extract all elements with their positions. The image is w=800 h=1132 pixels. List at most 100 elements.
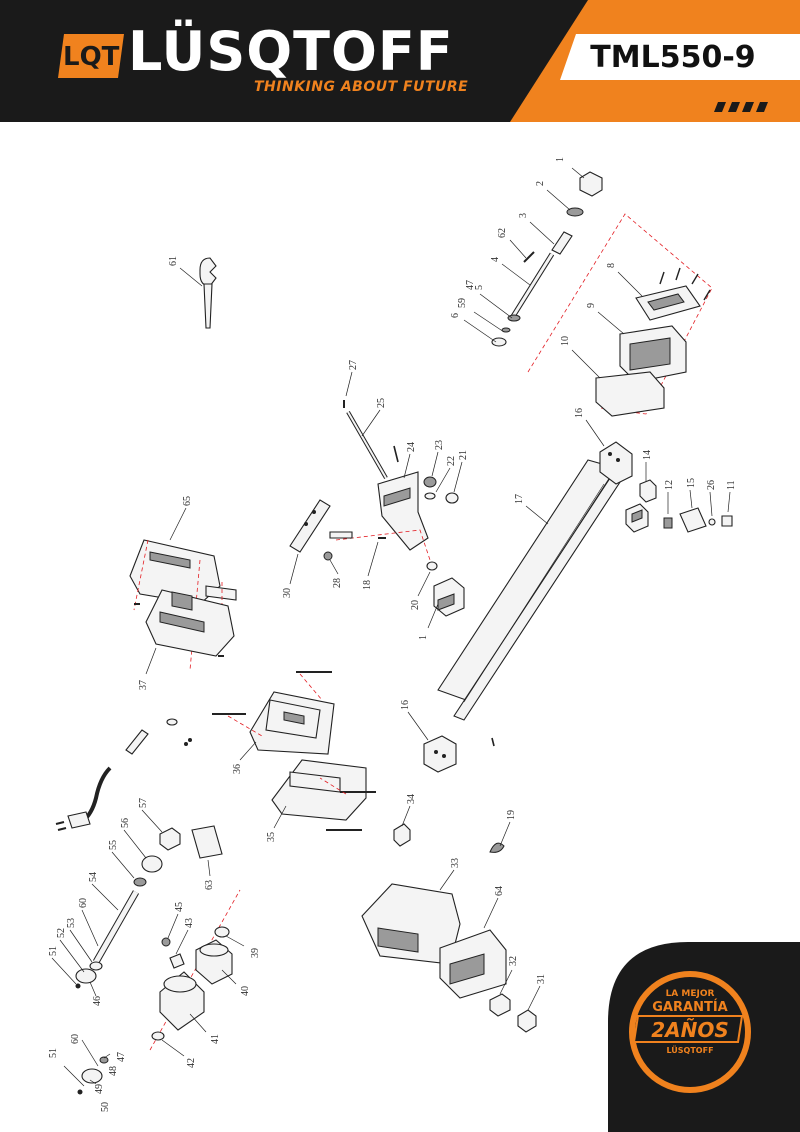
- part-57-nut: [141, 809, 181, 851]
- callout-label: 22: [446, 456, 457, 466]
- callout-label: 33: [450, 858, 461, 868]
- callout-label: 39: [250, 948, 261, 958]
- callout-label: 8: [606, 263, 617, 268]
- part-27-screw: [343, 371, 353, 408]
- part-8-battery-top: [617, 267, 711, 321]
- callout-label: 21: [458, 450, 469, 460]
- callout-label: 12: [664, 480, 675, 490]
- badge-line-2: GARANTÍA: [652, 1000, 728, 1015]
- part-1-top-knob: [571, 167, 603, 197]
- callout-label: 60: [70, 1034, 81, 1044]
- callout-label: 30: [282, 588, 293, 598]
- callout-label: 61: [168, 256, 179, 266]
- part-34-switch: [393, 805, 411, 847]
- part-55-collar: [111, 851, 147, 887]
- callout-label: 42: [186, 1058, 197, 1068]
- part-10-battery-base: [571, 349, 665, 417]
- callout-label: 20: [410, 600, 421, 610]
- callout-label: 48: [108, 1066, 119, 1076]
- callout-label: 19: [506, 810, 517, 820]
- callout-label: 4: [490, 257, 501, 262]
- parts-12-15-26-11: [663, 489, 733, 533]
- callout-label: 46: [92, 996, 103, 1006]
- badge-line-4: LÜSQTOFF: [666, 1046, 714, 1055]
- callout-label: 55: [108, 840, 119, 850]
- part-4-shaft: [501, 252, 555, 320]
- callout-label: 14: [642, 450, 653, 460]
- parts-47-48-49-50-51-60-brush: [63, 1039, 111, 1095]
- callout-label: 50: [100, 1102, 111, 1112]
- part-36-carriage: [239, 691, 335, 761]
- callout-label: 54: [88, 872, 99, 882]
- header-background: [0, 0, 800, 122]
- part-63-label: [191, 825, 223, 877]
- callout-label: 25: [376, 398, 387, 408]
- part-30-plate: [289, 499, 331, 585]
- callout-label: 45: [174, 902, 185, 912]
- part-18-screw: [367, 537, 386, 577]
- callout-label: 3: [518, 213, 529, 218]
- callout-label: 23: [434, 440, 445, 450]
- part-54-armature-shaft: [91, 883, 140, 964]
- callout-label: 36: [232, 764, 243, 774]
- part-25-rod: [346, 409, 388, 479]
- callout-label: 32: [508, 956, 519, 966]
- part-56-flange: [123, 829, 163, 873]
- part-14-clamp-piece: [625, 462, 657, 533]
- callout-label: 15: [686, 478, 697, 488]
- part-19-clip: [489, 821, 511, 853]
- callout-label: 28: [332, 578, 343, 588]
- callout-label: 53: [66, 918, 77, 928]
- callout-label: 56: [120, 818, 131, 828]
- part-33-motor-housing: [361, 869, 461, 965]
- part-3-sleeve: [529, 221, 573, 255]
- part-35-base: [271, 759, 367, 829]
- callout-label: 41: [210, 1034, 221, 1044]
- part-39-bearing: [214, 926, 245, 947]
- callout-labels: 1 2 3 62 4 47 5 59 6 8 9 10 61 27 25 23 …: [48, 157, 737, 1112]
- parts-45-43-gear-parts: [161, 913, 189, 969]
- part-40-gear-housing: [195, 939, 237, 985]
- callout-label: 1: [418, 635, 429, 640]
- callout-label: 62: [497, 228, 508, 238]
- callout-label: 51: [48, 946, 59, 956]
- part-65-housing-half: [129, 507, 237, 605]
- callout-label: 1: [555, 157, 566, 162]
- callout-label: 17: [514, 494, 525, 504]
- part-37-housing-half: [134, 589, 235, 675]
- callout-label: 10: [560, 336, 571, 346]
- parts-60-53-52-51-46: [51, 909, 103, 997]
- callout-label: 49: [94, 1084, 105, 1094]
- callout-label: 57: [138, 798, 149, 808]
- part-16-end-cap-bottom: [407, 711, 495, 773]
- callout-label: 60: [78, 898, 89, 908]
- part-17-rail: [437, 459, 625, 721]
- callout-label: 59: [457, 298, 468, 308]
- callout-label: 11: [726, 480, 737, 490]
- callout-label: 65: [182, 496, 193, 506]
- callout-label: 24: [406, 442, 417, 452]
- callout-label: 47: [116, 1052, 127, 1062]
- part-41-motor-can: [159, 971, 207, 1033]
- callout-label: 64: [494, 886, 505, 896]
- part-1-lower-clamp: [427, 577, 465, 629]
- part-64-battery: [439, 897, 507, 999]
- part-2-washer: [546, 189, 584, 217]
- callout-label: 18: [362, 580, 373, 590]
- part-31-knob: [517, 985, 541, 1033]
- callout-label: 5: [474, 285, 485, 290]
- part-28-pin: [323, 531, 353, 575]
- brand-logo-mark: LQT: [63, 42, 120, 72]
- parts-5-47-59-6-washers: [463, 293, 521, 347]
- part-62-pin: [509, 239, 535, 263]
- badge-line-1: LA MEJOR: [665, 989, 715, 999]
- exploded-parts-diagram: 1 2 3 62 4 47 5 59 6 8 9 10 61 27 25 23 …: [48, 157, 737, 1112]
- badge-line-3: 2AÑOS: [651, 1018, 729, 1042]
- callout-label: 16: [574, 408, 585, 418]
- callout-label: 43: [184, 918, 195, 928]
- callout-label: 6: [450, 313, 461, 318]
- power-cord: [55, 766, 112, 831]
- callout-label: 63: [204, 880, 215, 890]
- callout-label: 47: [465, 280, 476, 290]
- callout-label: 35: [266, 832, 277, 842]
